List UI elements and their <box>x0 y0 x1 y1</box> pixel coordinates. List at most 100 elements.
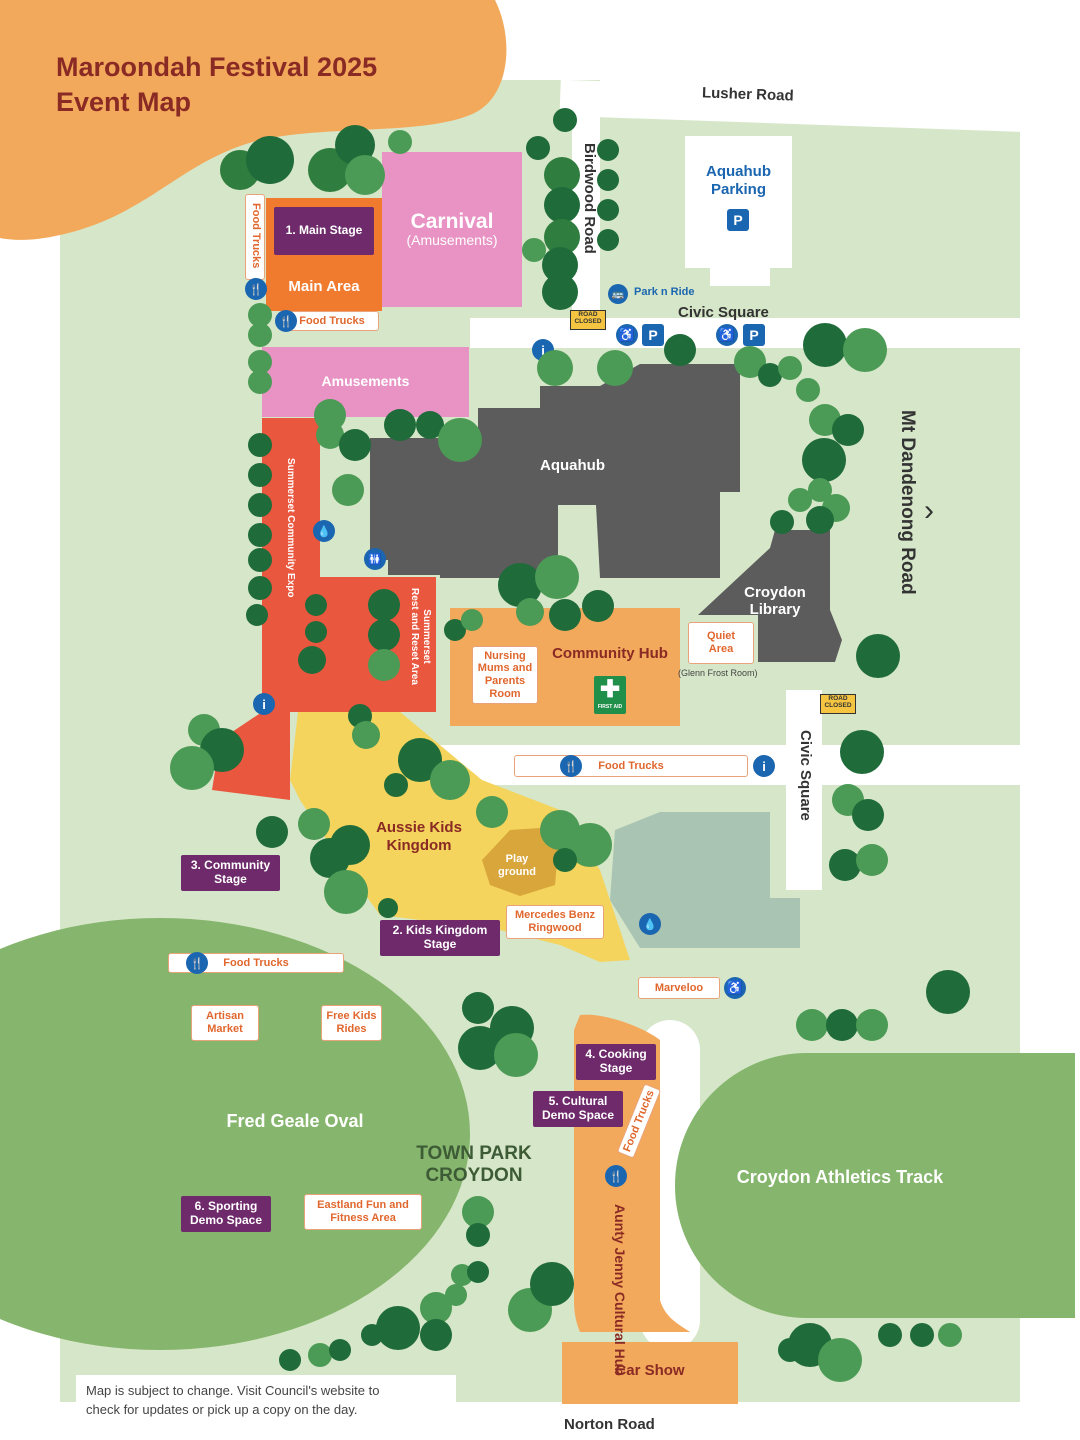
tree <box>522 238 546 262</box>
toilets-icon: 🚻 <box>364 548 386 570</box>
community-hub-label: Community Hub <box>552 645 668 662</box>
tree <box>494 1033 538 1077</box>
tree <box>582 590 614 622</box>
food-icon: 🍴 <box>560 755 582 777</box>
community-stage-label: 3. Community Stage <box>181 855 280 891</box>
tree <box>926 970 970 1014</box>
tree <box>829 849 861 881</box>
artisan-market-tag: Artisan Market <box>191 1005 259 1041</box>
food-icon: 🍴 <box>186 952 208 974</box>
cultural-demo-stage-label: 5. Cultural Demo Space <box>533 1091 623 1127</box>
first-aid-icon: ✚ <box>599 676 621 703</box>
tree <box>339 429 371 461</box>
tree <box>806 506 834 534</box>
tree <box>248 548 272 572</box>
tree <box>248 433 272 457</box>
bus-icon: 🚌 <box>608 284 628 304</box>
athletics-track-label: Croydon Athletics Track <box>736 1167 944 1187</box>
tree <box>305 621 327 643</box>
main-stage-label: 1. Main Stage <box>274 207 374 255</box>
food-trucks-vertical-tag: Food Trucks <box>245 194 265 280</box>
tree <box>430 760 470 800</box>
nursing-room-tag: Nursing Mums and Parents Room <box>472 646 538 704</box>
tree <box>852 799 884 831</box>
tree <box>324 870 368 914</box>
tree <box>938 1323 962 1347</box>
water-icon: 💧 <box>313 520 335 542</box>
lusher-road-label: Lusher Road <box>701 84 794 105</box>
food-trucks-oval-tag: Food Trucks <box>168 953 344 973</box>
tree <box>802 438 846 482</box>
free-kids-rides-tag: Free Kids Rides <box>321 1005 382 1041</box>
tree <box>368 619 400 651</box>
tree <box>910 1323 934 1347</box>
tree <box>803 323 847 367</box>
park-n-ride-label: Park n Ride <box>634 286 695 298</box>
tree <box>537 350 573 386</box>
kids-kingdom-stage-label: 2. Kids Kingdom Stage <box>380 920 500 956</box>
tree <box>664 334 696 366</box>
tree <box>597 350 633 386</box>
accessible-icon: ♿ <box>616 324 638 346</box>
eastland-fitness-tag: Eastland Fun and Fitness Area <box>304 1194 422 1230</box>
tree <box>544 187 580 223</box>
cultural-hub-label: Aunty Jenny Cultural Hub <box>612 1204 628 1376</box>
tree <box>467 1261 489 1283</box>
tree <box>378 898 398 918</box>
tree <box>832 414 864 446</box>
aquahub-building <box>370 364 842 662</box>
tree <box>308 1343 332 1367</box>
amusements-zone: Amusements <box>262 347 469 417</box>
tree <box>376 1306 420 1350</box>
aquahub-parking-area <box>685 136 792 268</box>
tree <box>248 493 272 517</box>
tree <box>248 523 272 547</box>
food-icon: 🍴 <box>605 1165 627 1187</box>
title-blob <box>0 0 507 240</box>
tree <box>368 649 400 681</box>
car-show-label: Car Show <box>615 1362 685 1379</box>
tree <box>778 356 802 380</box>
direction-arrow-icon: › <box>924 494 934 527</box>
tree <box>553 848 577 872</box>
tree <box>330 825 370 865</box>
tree <box>298 646 326 674</box>
marveloo-tag: Marveloo <box>638 977 720 999</box>
aquahub-parking-stub <box>710 268 770 286</box>
civic-square-side-road <box>786 690 822 890</box>
tree <box>535 555 579 599</box>
tree <box>256 816 288 848</box>
tree <box>770 510 794 534</box>
norton-road-label: Norton Road <box>564 1416 655 1433</box>
tree <box>368 589 400 621</box>
tree <box>384 773 408 797</box>
tree <box>878 1323 902 1347</box>
tree <box>856 634 900 678</box>
quiet-area-tag: Quiet Area <box>688 622 754 664</box>
parking-icon: P <box>743 324 765 346</box>
playground-label: Play ground <box>498 853 536 878</box>
tree <box>516 598 544 626</box>
road-closed-sign: ROAD CLOSED <box>820 694 856 714</box>
tree <box>597 139 619 161</box>
tree <box>462 1196 494 1228</box>
aussie-kids-label: Aussie Kids Kingdom <box>376 819 462 854</box>
tree <box>246 604 268 626</box>
tree <box>597 199 619 221</box>
tree <box>553 108 577 132</box>
tree <box>420 1292 452 1324</box>
tree <box>420 1319 452 1351</box>
tree <box>246 136 294 184</box>
aquahub-label: Aquahub <box>540 457 605 474</box>
tree <box>462 992 494 1024</box>
tree <box>248 370 272 394</box>
mt-dandenong-road-label: Mt Dandenong Road <box>897 410 918 595</box>
tree <box>796 1009 828 1041</box>
map-title-line1: Maroondah Festival 2025 <box>56 52 378 82</box>
tree <box>597 169 619 191</box>
tree <box>329 1339 351 1361</box>
tree <box>542 274 578 310</box>
tree <box>384 409 416 441</box>
carnival-zone: Carnival (Amusements) <box>382 152 522 307</box>
